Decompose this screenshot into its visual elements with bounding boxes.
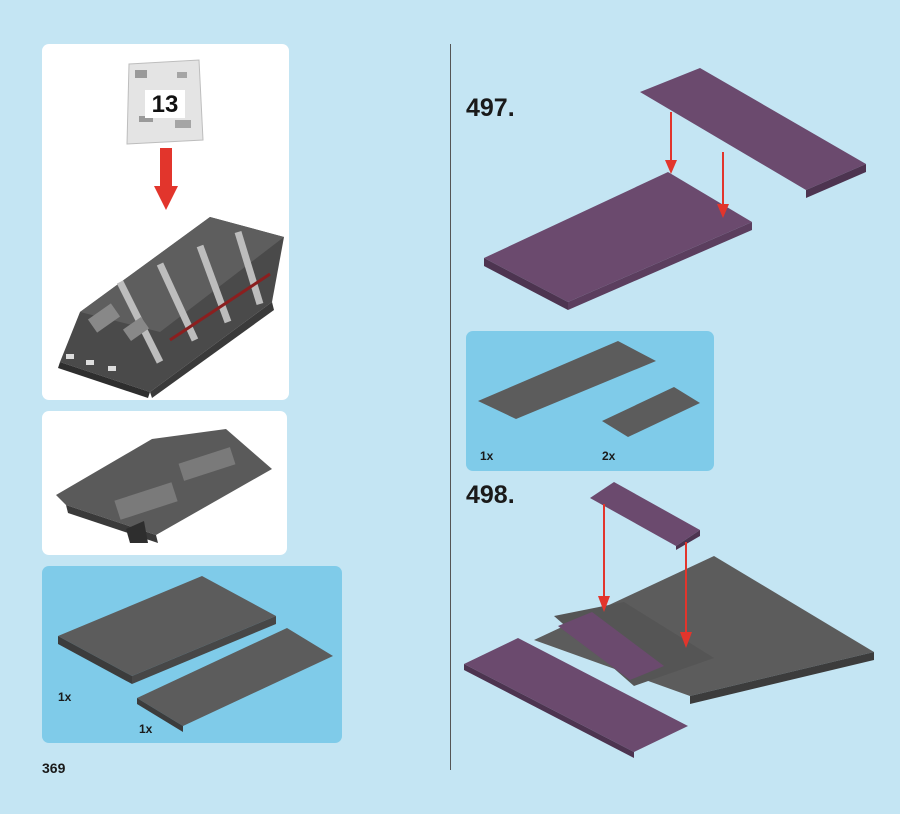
purple-plate-base [484, 172, 752, 310]
submodel-underside-illustration [56, 429, 272, 543]
assembly-arrow [598, 504, 610, 612]
part-quantity: 1x [58, 690, 72, 704]
dark-gray-plate [478, 341, 656, 419]
assembly-arrow [665, 112, 677, 174]
dark-gray-plate-small [602, 387, 700, 437]
submodel-detail-panel [42, 411, 287, 555]
part-quantity: 1x [480, 449, 494, 463]
bag-illustration [126, 59, 204, 145]
step-number: 497. [466, 94, 515, 122]
step-number: 498. [466, 481, 515, 509]
assembly-arrow [680, 542, 692, 648]
vehicle-module-illustration [58, 217, 284, 398]
column-divider [450, 44, 451, 770]
bag-number: 13 [151, 91, 179, 118]
part-quantity: 2x [602, 449, 616, 463]
dark-gray-plate-large [58, 576, 276, 684]
parts-callout-step-497: 1x 2x [466, 331, 714, 471]
purple-plate-small [590, 482, 700, 550]
down-arrow-icon [154, 148, 178, 210]
page-number: 369 [42, 760, 66, 776]
part-quantity: 1x [139, 722, 153, 736]
dark-gray-plate-long [137, 628, 333, 732]
purple-plate-top [640, 68, 866, 198]
assembly-arrow [717, 152, 729, 218]
bag-submodel-panel: 13 [42, 44, 289, 400]
step-498-assembly [464, 556, 874, 758]
parts-callout-left: 1x 1x [42, 566, 342, 743]
